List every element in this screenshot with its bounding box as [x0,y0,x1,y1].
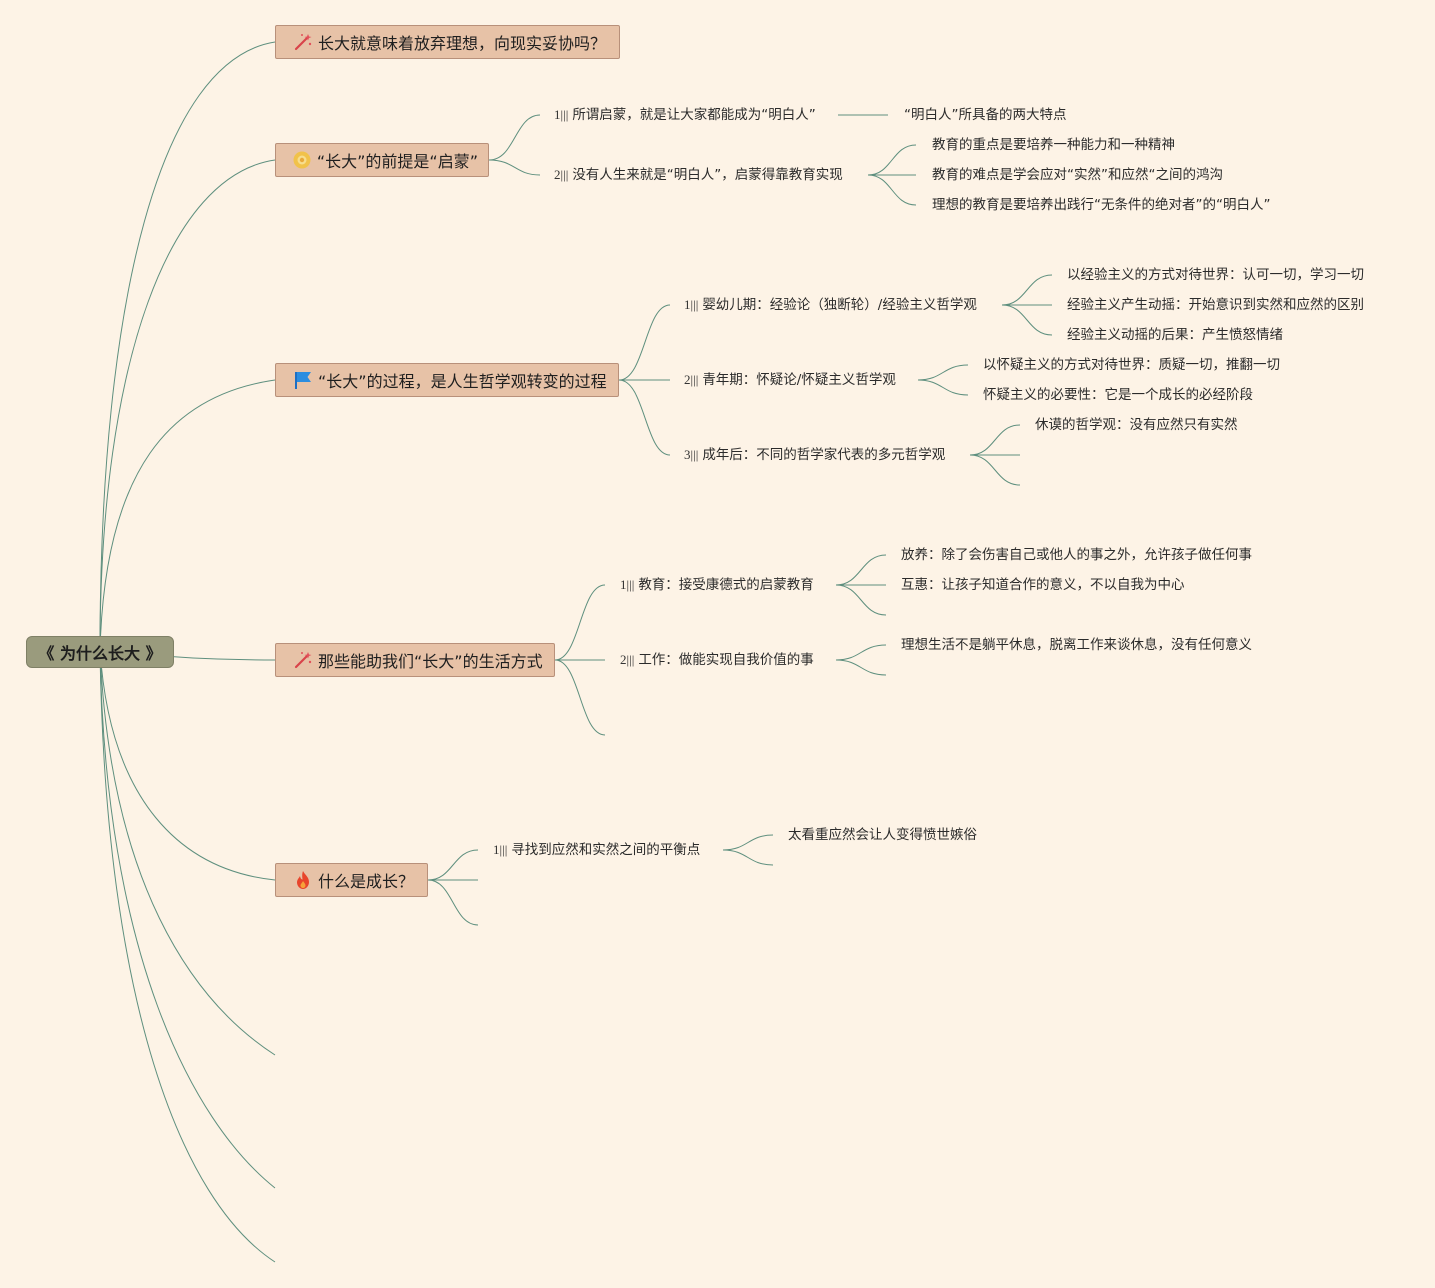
subtopic-label: 没有人生来就是“明白人”，启蒙得靠教育实现 [572,167,843,183]
subtopic-number: 1||| [684,297,699,312]
leaf-topic[interactable]: 理想的教育是要培养出践行“无条件的绝对者”的“明白人” [932,197,1271,213]
subtopic-infancy[interactable]: 1|||婴幼儿期：经验论（独断轮）/经验主义哲学观 [684,296,977,314]
subtopic-youth[interactable]: 2|||青年期：怀疑论/怀疑主义哲学观 [684,371,896,389]
subtopic-number: 1||| [620,577,635,592]
subtopic-label: 婴幼儿期：经验论（独断轮）/经验主义哲学观 [702,297,977,313]
leaf-topic[interactable]: 怀疑主义的必要性：它是一个成长的必经阶段 [983,387,1253,403]
branch-label: 长大就意味着放弃理想，向现实妥协吗？ [318,34,607,53]
subtopic-label: 青年期：怀疑论/怀疑主义哲学观 [702,372,896,388]
leaf-topic[interactable]: 经验主义产生动摇：开始意识到实然和应然的区别 [1067,297,1364,313]
subtopic-work[interactable]: 2|||工作：做能实现自我价值的事 [620,651,814,669]
root-topic-label: 《 为什么长大 》 [38,644,162,663]
leaf-topic[interactable]: 理想生活不是躺平休息，脱离工作来谈休息，没有任何意义 [901,637,1252,653]
subtopic-education-kant[interactable]: 1|||教育：接受康德式的启蒙教育 [620,576,814,594]
subtopic-number: 2||| [554,167,569,182]
subtopic-adulthood[interactable]: 3|||成年后：不同的哲学家代表的多元哲学观 [684,446,945,464]
leaf-topic[interactable]: 以怀疑主义的方式对待世界：质疑一切，推翻一切 [983,357,1280,373]
branch-topic-lifestyle[interactable]: 那些能助我们“长大”的生活方式 [275,643,555,677]
branch-label: 什么是成长？ [318,872,415,891]
leaf-topic[interactable]: “明白人”所具备的两大特点 [904,107,1067,123]
leaf-topic[interactable]: 太看重应然会让人变得愤世嫉俗 [788,827,977,843]
root-topic[interactable]: 《 为什么长大 》 [26,636,174,668]
subtopic-number: 3||| [684,447,699,462]
subtopic-label: 教育：接受康德式的启蒙教育 [638,577,814,593]
subtopic-label: 成年后：不同的哲学家代表的多元哲学观 [702,447,946,463]
magic-wand-icon [292,649,314,671]
branch-topic-growth[interactable]: 什么是成长？ [275,863,428,897]
subtopic-number: 2||| [620,652,635,667]
subtopic-definition[interactable]: 1|||所谓启蒙，就是让大家都能成为“明白人” [554,106,816,124]
leaf-topic[interactable]: 经验主义动摇的后果：产生愤怒情绪 [1067,327,1283,343]
branch-label: “长大”的过程，是人生哲学观转变的过程 [318,372,607,391]
blue-flag-icon [292,369,314,391]
leaf-topic[interactable]: 教育的重点是要培养一种能力和一种精神 [932,137,1175,153]
branch-label: 那些能助我们“长大”的生活方式 [318,652,543,671]
subtopic-label: 寻找到应然和实然之间的平衡点 [511,842,701,858]
branch-topic-enlightenment[interactable]: “长大”的前提是“启蒙” [275,143,489,177]
leaf-topic[interactable]: 放养：除了会伤害自己或他人的事之外，允许孩子做任何事 [901,547,1252,563]
subtopic-number: 2||| [684,372,699,387]
subtopic-number: 1||| [493,842,508,857]
subtopic-label: 工作：做能实现自我价值的事 [638,652,814,668]
subtopic-number: 1||| [554,107,569,122]
leaf-topic[interactable]: 以经验主义的方式对待世界：认可一切，学习一切 [1067,267,1364,283]
subtopic-label: 所谓启蒙，就是让大家都能成为“明白人” [572,107,816,123]
branch-label: “长大”的前提是“启蒙” [316,152,478,171]
leaf-topic[interactable]: 互惠：让孩子知道合作的意义，不以自我为中心 [901,577,1185,593]
subtopic-balance[interactable]: 1|||寻找到应然和实然之间的平衡点 [493,841,700,859]
branch-topic-philosophy-shift[interactable]: “长大”的过程，是人生哲学观转变的过程 [275,363,619,397]
sunflower-icon [292,149,313,171]
branch-topic-compromise[interactable]: 长大就意味着放弃理想，向现实妥协吗？ [275,25,620,59]
leaf-topic[interactable]: 教育的难点是学会应对“实然”和应然“之间的鸿沟 [932,167,1223,183]
magic-wand-icon [292,31,314,53]
leaf-topic[interactable]: 休谟的哲学观：没有应然只有实然 [1035,417,1238,433]
subtopic-education[interactable]: 2|||没有人生来就是“明白人”，启蒙得靠教育实现 [554,166,843,184]
fire-icon [292,869,314,891]
